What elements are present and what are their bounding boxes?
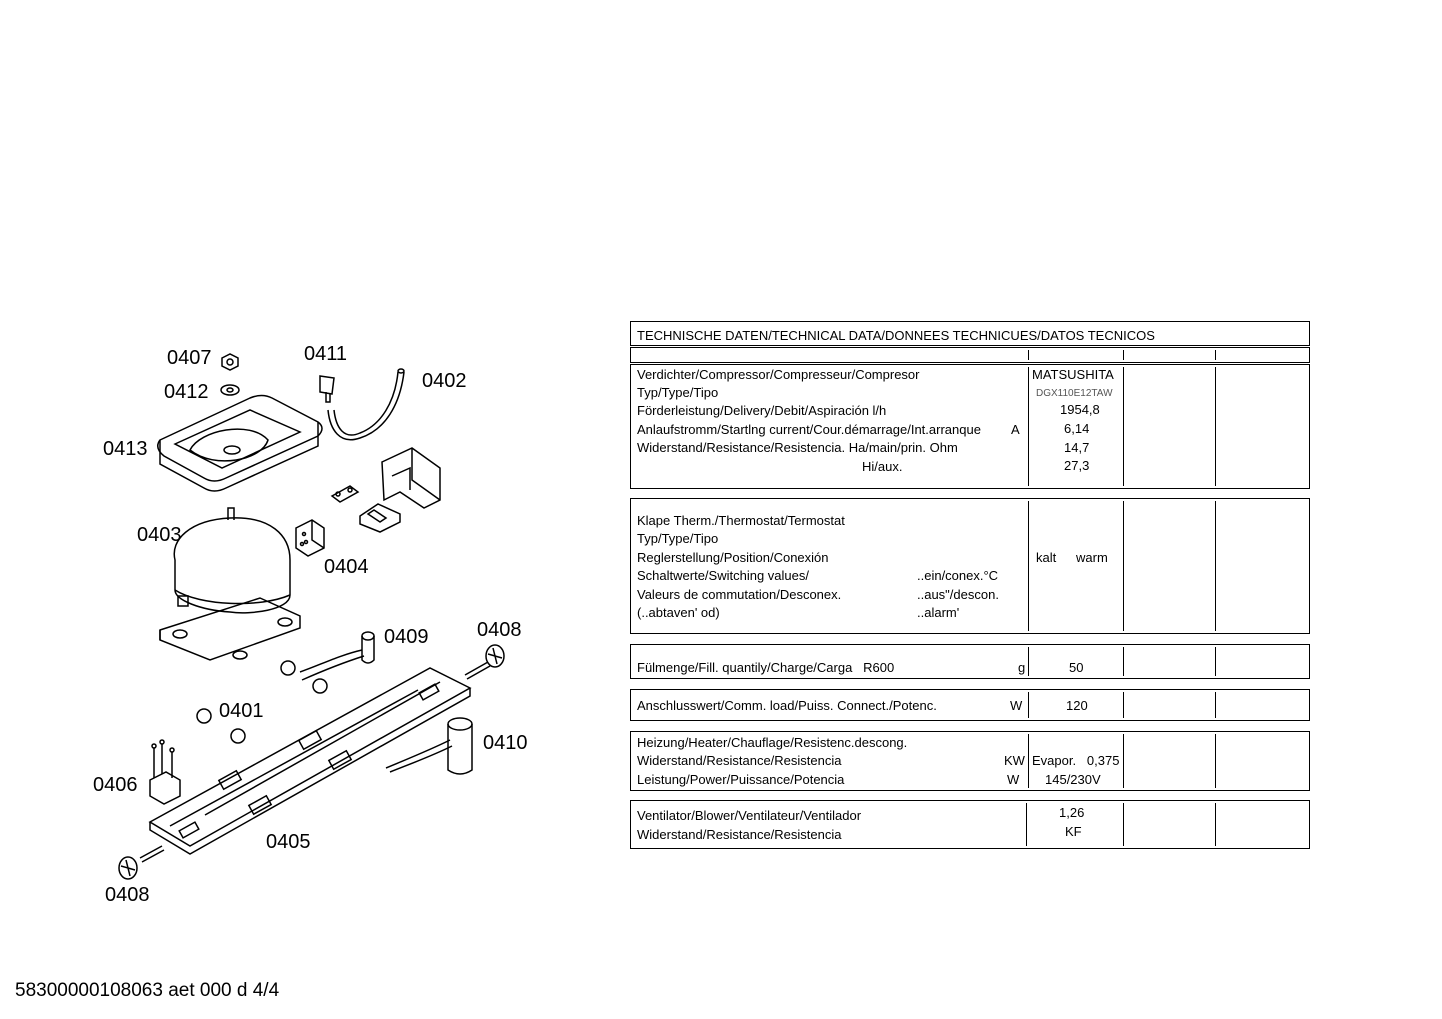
fill-quantity-value: 50 <box>1069 660 1084 675</box>
heater-label: Heizung/Heater/Chauflage/Resistenc.desco… <box>637 735 908 750</box>
part-label-0402: 0402 <box>422 370 467 392</box>
relay-0404 <box>295 519 325 557</box>
part-label-0406: 0406 <box>93 774 138 796</box>
load-section: Anschlusswert/Comm. load/Puiss. Connect.… <box>630 689 1310 721</box>
delivery-label: Förderleistung/Delivery/Debit/Aspiración… <box>637 403 887 418</box>
compressor-type-label: Typ/Type/Tipo <box>637 385 719 400</box>
defrost-label: (..abtaven' od) <box>637 605 720 620</box>
resistance-main-value: 14,7 <box>1064 440 1090 455</box>
grommets <box>196 660 328 744</box>
starting-current-value: 6,14 <box>1064 421 1090 436</box>
resistance-main-label: Widerstand/Resistance/Resistencia. Ha/ma… <box>637 440 958 455</box>
heater-power-label: Leistung/Power/Puissance/Potencia <box>637 772 845 787</box>
blower-resistance-value: KF <box>1065 824 1082 839</box>
position-label: Reglerstellung/Position/Conexión <box>637 550 829 565</box>
compressor-section: Verdichter/Compressor/Compresseur/Compre… <box>630 364 1310 489</box>
drip-tray-0413 <box>157 394 323 492</box>
thermostat-section: Klape Therm./Thermostat/Termostat Typ/Ty… <box>630 498 1310 634</box>
heater-resistance-label: Widerstand/Resistance/Resistencia <box>637 753 842 768</box>
switching-off-label: Valeurs de commutation/Desconex. <box>637 587 842 602</box>
clip-0411 <box>319 375 335 403</box>
clamp-parts <box>330 485 401 533</box>
foot-0408-top <box>464 644 505 680</box>
blower-resistance-label: Widerstand/Resistance/Resistencia <box>637 827 842 842</box>
heater-resistance-unit: KW <box>1004 753 1025 768</box>
relay-cover <box>381 447 441 509</box>
nut-0407 <box>221 353 239 371</box>
compressor-0403 <box>159 507 301 661</box>
part-label-0409: 0409 <box>384 626 429 648</box>
part-label-0408-bottom: 0408 <box>105 884 150 906</box>
document-id-footer: 58300000108063 aet 000 d 4/4 <box>15 980 280 1001</box>
fill-section: Fülmenge/Fill. quantily/Charge/Carga R60… <box>630 644 1310 679</box>
thermostat-type-label: Typ/Type/Tipo <box>637 531 719 546</box>
part-label-0405: 0405 <box>266 831 311 853</box>
compressor-type-value: DGX110E12TAW <box>1036 388 1113 399</box>
blower-value: 1,26 <box>1059 805 1085 820</box>
washer-0412 <box>220 384 240 396</box>
heater-resistance-value: Evapor. 0,375 <box>1032 753 1120 768</box>
blower-label: Ventilator/Blower/Ventilateur/Ventilador <box>637 808 862 823</box>
blower-section: Ventilator/Blower/Ventilateur/Ventilador… <box>630 800 1310 849</box>
starting-current-label: Anlaufstromm/Startlng current/Cour.démar… <box>637 422 981 437</box>
connected-load-value: 120 <box>1066 698 1088 713</box>
mounting-rail-0405 <box>148 667 472 855</box>
heater-power-value: 145/230V <box>1045 772 1101 787</box>
exploded-parts-diagram <box>118 353 505 880</box>
connected-load-unit: W <box>1010 698 1023 713</box>
part-label-0413: 0413 <box>103 438 148 460</box>
table-header-row <box>630 347 1310 363</box>
resistance-aux-value: 27,3 <box>1064 458 1090 473</box>
part-label-0411: 0411 <box>304 343 348 365</box>
resistance-aux-label: Hi/aux. <box>862 459 903 474</box>
switching-values-label: Schaltwerte/Switching values/ <box>637 568 809 583</box>
connected-load-label: Anschlusswert/Comm. load/Puiss. Connect.… <box>637 698 937 713</box>
fill-quantity-label: Fülmenge/Fill. quantily/Charge/Carga R60… <box>637 660 895 675</box>
position-warm: warm <box>1076 550 1108 565</box>
fill-quantity-unit: g <box>1018 660 1026 675</box>
thermostat-label: Klape Therm./Thermostat/Termostat <box>637 513 845 528</box>
delivery-value: 1954,8 <box>1060 402 1100 417</box>
overload-0409 <box>299 631 375 681</box>
part-label-0401: 0401 <box>219 700 264 722</box>
thermostat-0406 <box>149 739 181 805</box>
compressor-label: Verdichter/Compressor/Compresseur/Compre… <box>637 367 920 382</box>
heater-section: Heizung/Heater/Chauflage/Resistenc.desco… <box>630 731 1310 791</box>
part-label-0407: 0407 <box>167 347 212 369</box>
switching-off-unit: ..aus"/descon. <box>917 587 999 602</box>
part-label-0403: 0403 <box>137 524 182 546</box>
hose-0402 <box>327 368 405 441</box>
starting-current-unit: A <box>1011 422 1020 437</box>
table-title: TECHNISCHE DATEN/TECHNICAL DATA/DONNEES … <box>637 328 1155 343</box>
heater-power-unit: W <box>1007 772 1020 787</box>
switching-on-label: ..ein/conex.°C <box>917 568 999 583</box>
part-label-0412: 0412 <box>164 381 209 403</box>
position-kalt: kalt <box>1036 550 1057 565</box>
part-label-0408-top: 0408 <box>477 619 522 641</box>
part-label-0410: 0410 <box>483 732 528 754</box>
alarm-label: ..alarm' <box>917 605 960 620</box>
part-label-0404: 0404 <box>324 556 369 578</box>
capacitor-0410 <box>385 717 473 775</box>
table-title-row: TECHNISCHE DATEN/TECHNICAL DATA/DONNEES … <box>630 321 1310 346</box>
foot-0408-bottom <box>118 845 165 880</box>
compressor-value: MATSUSHITA <box>1032 367 1114 382</box>
